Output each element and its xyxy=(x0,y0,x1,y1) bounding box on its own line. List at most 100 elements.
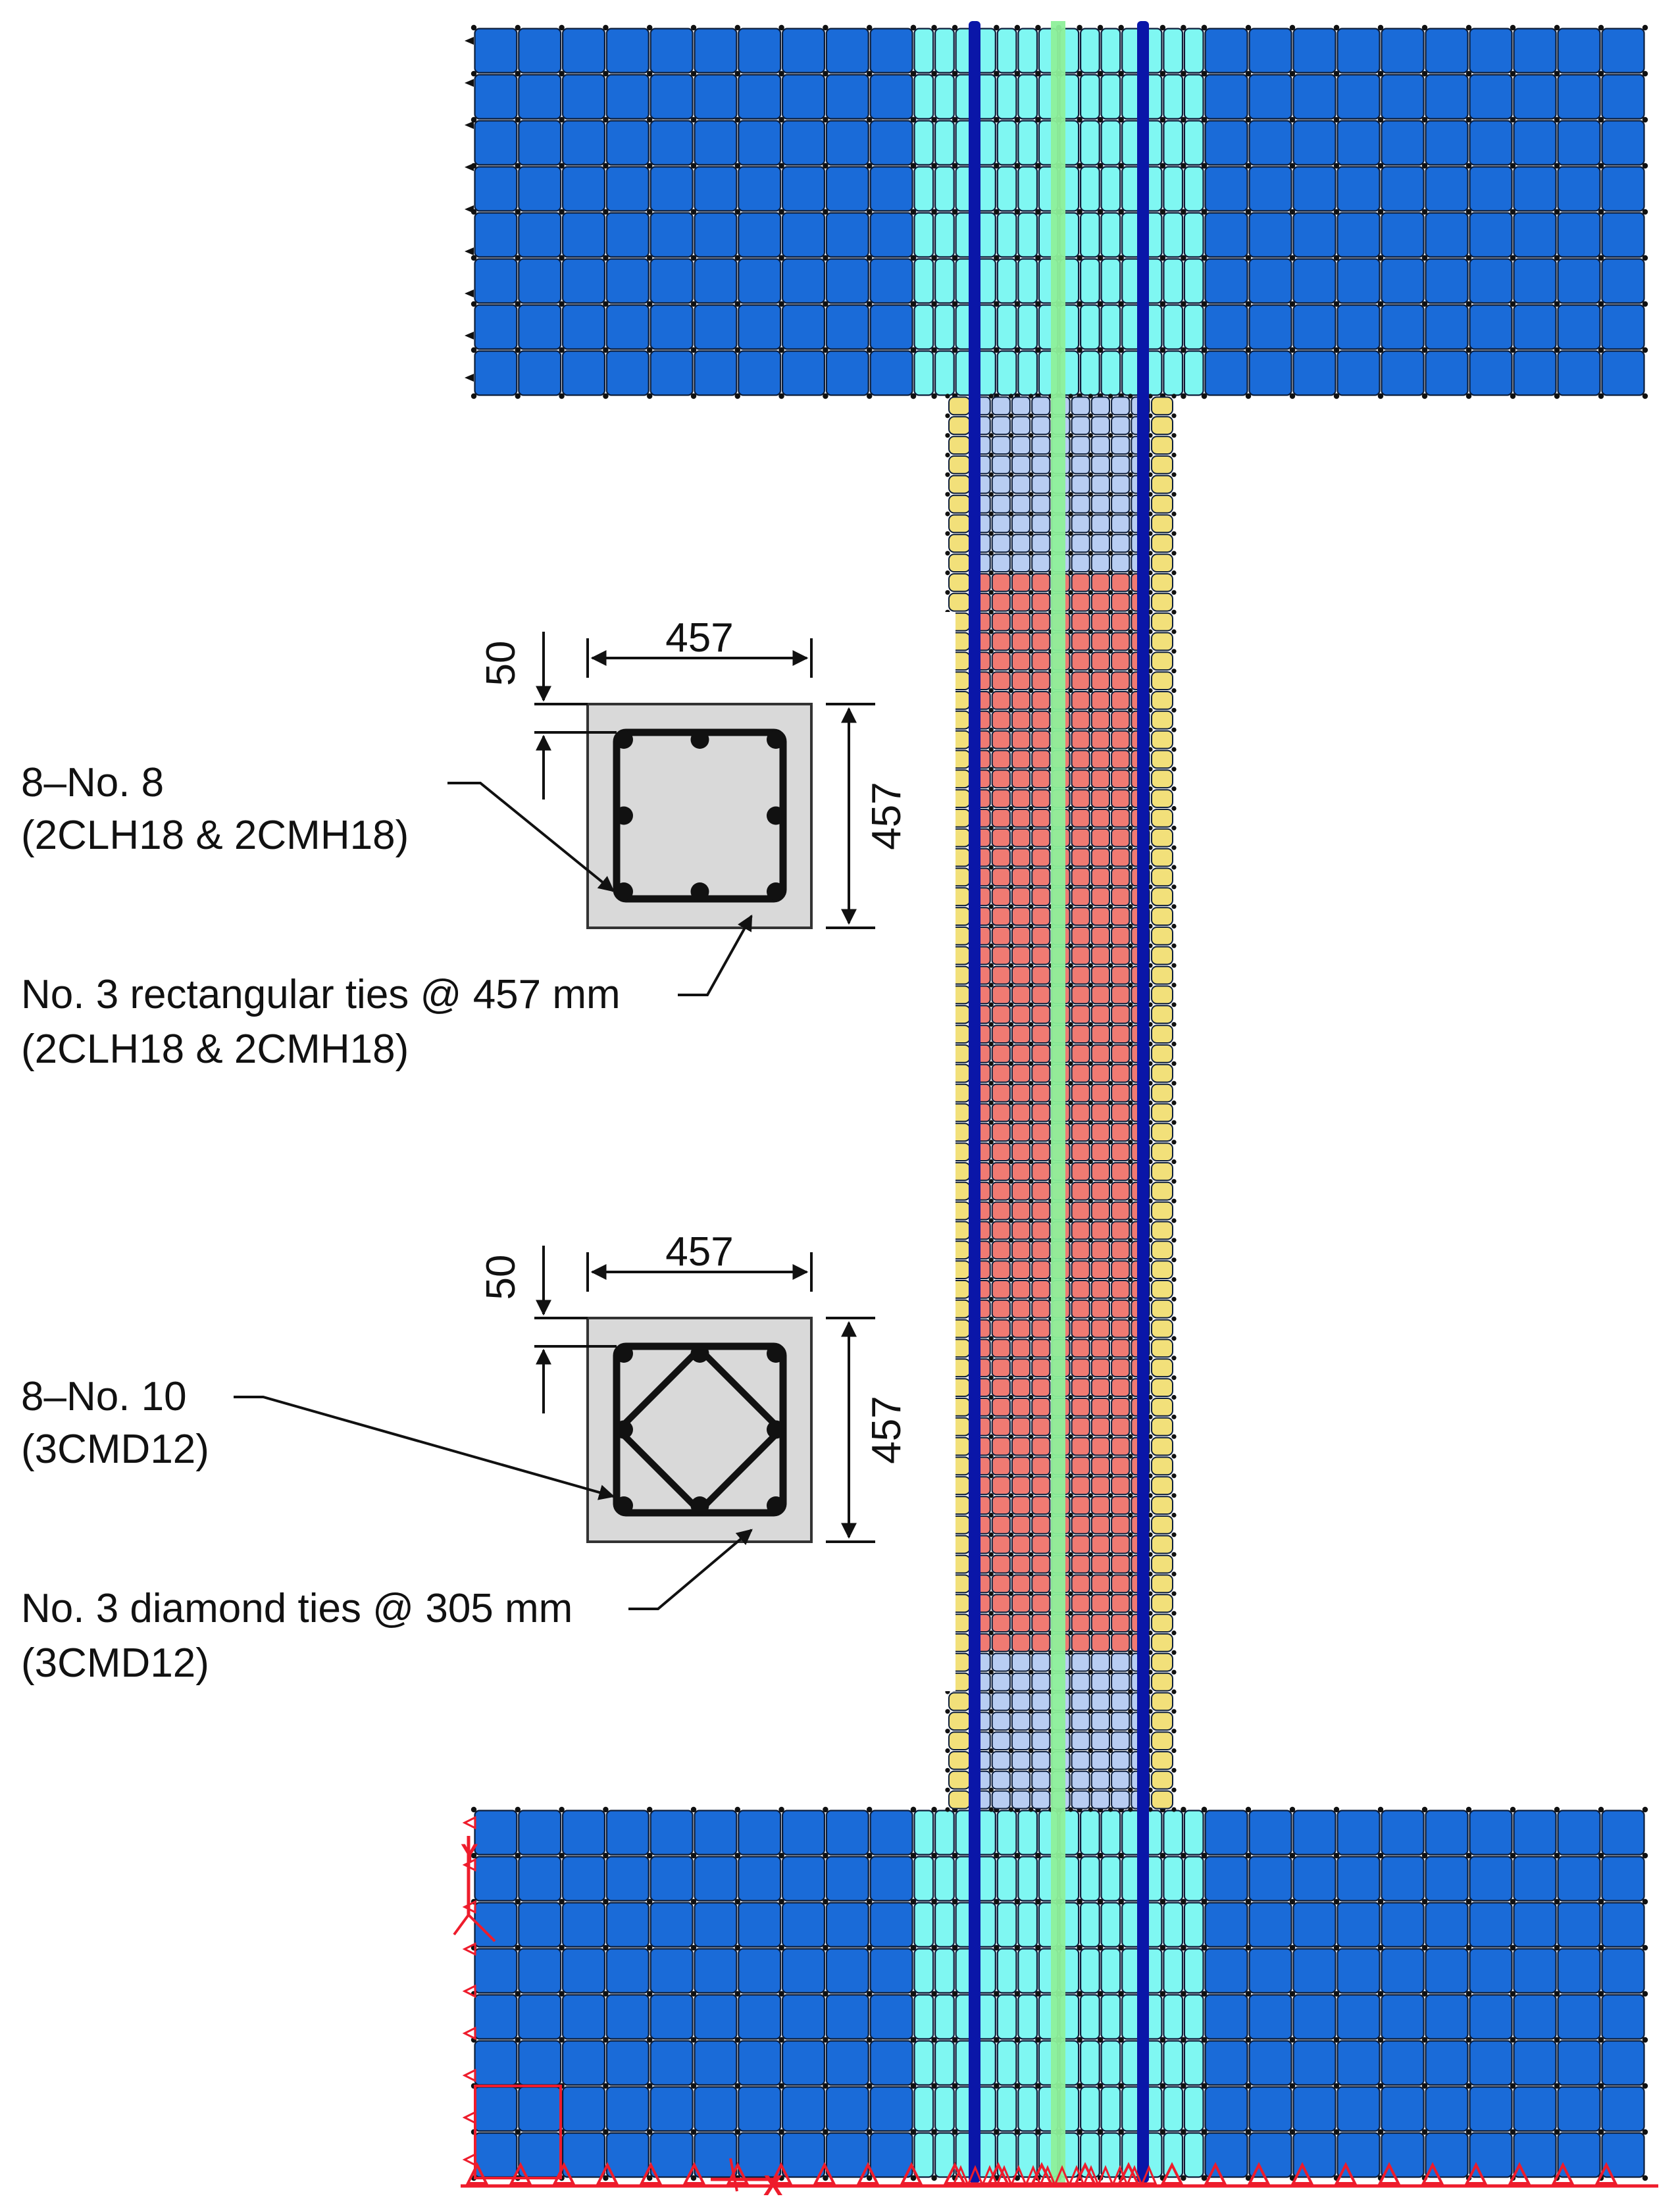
mesh-node xyxy=(1008,1061,1013,1066)
mesh-node xyxy=(1181,1852,1186,1859)
mesh-element xyxy=(1425,2132,1469,2178)
mesh-element xyxy=(1100,1810,1121,1856)
core-element xyxy=(1111,1338,1131,1358)
mesh-node xyxy=(1008,394,1013,399)
core-element xyxy=(1090,474,1111,494)
mesh-node xyxy=(1148,1414,1153,1419)
mesh-element xyxy=(1557,1856,1601,1902)
core-element xyxy=(1011,1790,1031,1810)
mesh-element xyxy=(913,2040,934,2086)
core-element xyxy=(1011,1692,1031,1712)
mesh-element xyxy=(649,1902,694,1948)
mesh-element xyxy=(738,28,782,74)
mesh-element xyxy=(1248,74,1292,120)
mesh-node xyxy=(1088,1022,1093,1027)
mesh-node xyxy=(1148,1100,1153,1105)
mesh-node xyxy=(1245,2037,1252,2043)
core-element xyxy=(1090,710,1111,730)
mesh-node xyxy=(1465,2083,1472,2089)
mesh-node xyxy=(603,163,609,169)
mesh-node xyxy=(1181,70,1186,77)
mesh-node xyxy=(1128,707,1133,713)
core-element xyxy=(1031,1712,1051,1731)
cover-element-right xyxy=(1151,436,1173,455)
mesh-node xyxy=(1148,1238,1153,1243)
mesh-node xyxy=(1598,393,1604,399)
mesh-element xyxy=(1336,212,1381,258)
core-element xyxy=(1111,1280,1131,1299)
core-element xyxy=(1111,396,1131,416)
mesh-element xyxy=(1601,350,1645,396)
mesh-node xyxy=(1128,1120,1133,1125)
mesh-element xyxy=(1292,258,1336,304)
mesh-element xyxy=(1017,74,1038,120)
mesh-node xyxy=(1171,805,1177,811)
mesh-node xyxy=(1008,786,1013,792)
mesh-node xyxy=(1201,2083,1208,2089)
mesh-node xyxy=(734,347,741,353)
mesh-node xyxy=(1128,1630,1133,1636)
core-element xyxy=(1011,1652,1031,1672)
mesh-node xyxy=(1245,347,1252,353)
mesh-node xyxy=(1088,904,1093,909)
mesh-node xyxy=(1148,1748,1153,1754)
mesh-node xyxy=(1554,393,1560,399)
mesh-node xyxy=(1068,1100,1073,1105)
mesh-element xyxy=(1163,1902,1184,1948)
core-element xyxy=(1090,749,1111,769)
mesh-node xyxy=(1171,649,1177,654)
mesh-node xyxy=(1097,2037,1104,2043)
mesh-node xyxy=(1377,1991,1384,1997)
mesh-element xyxy=(1163,166,1184,212)
core-element xyxy=(1090,946,1111,965)
mesh-node xyxy=(931,2083,937,2089)
mesh-element xyxy=(934,166,955,212)
cover-element-right xyxy=(1151,455,1173,474)
mesh-node xyxy=(1171,767,1177,772)
core-element xyxy=(1031,474,1051,494)
core-element xyxy=(1090,455,1111,474)
core-element xyxy=(991,1672,1011,1692)
core-element xyxy=(1111,592,1131,612)
core-element xyxy=(1111,1456,1131,1476)
mesh-element xyxy=(1017,2040,1038,2086)
mesh-element xyxy=(996,1902,1017,1948)
core-element xyxy=(991,1535,1011,1554)
mesh-node xyxy=(931,70,937,77)
core-element xyxy=(1071,671,1090,691)
core-element xyxy=(1011,1005,1031,1025)
core-element xyxy=(1011,1633,1031,1652)
mesh-node xyxy=(1128,590,1133,595)
core-element xyxy=(1111,907,1131,926)
mesh-node xyxy=(867,70,873,77)
mesh-node xyxy=(1171,1179,1177,1184)
mesh-node xyxy=(1289,255,1296,261)
mesh-node xyxy=(1077,1852,1082,1859)
mesh-node xyxy=(1029,649,1034,654)
mesh-node xyxy=(1171,845,1177,850)
core-element xyxy=(1031,848,1051,867)
mesh-node xyxy=(1014,2037,1021,2043)
core-element xyxy=(1111,1751,1131,1770)
mesh-node xyxy=(867,255,873,261)
core-element xyxy=(1011,1574,1031,1594)
core-element xyxy=(1090,1103,1111,1123)
mesh-node xyxy=(910,1944,917,1951)
mesh-node xyxy=(647,116,653,123)
core-element xyxy=(1031,1672,1051,1692)
mesh-node xyxy=(1554,1991,1560,1997)
mesh-node xyxy=(1289,209,1296,215)
cover-element-right xyxy=(1151,396,1173,416)
mesh-element xyxy=(518,1902,562,1948)
tie-callout-line-1: No. 3 rectangular ties @ 457 mm xyxy=(21,972,621,1017)
support-symbol xyxy=(462,1815,476,1830)
mesh-node xyxy=(1171,1787,1177,1792)
core-element xyxy=(991,514,1011,534)
core-element xyxy=(1071,1260,1090,1279)
mesh-node xyxy=(1554,70,1560,77)
mesh-element xyxy=(1469,2040,1513,2086)
mesh-node xyxy=(988,452,994,458)
mesh-node xyxy=(1171,1394,1177,1400)
core-element xyxy=(1111,494,1131,514)
mesh-node xyxy=(515,1991,521,1997)
